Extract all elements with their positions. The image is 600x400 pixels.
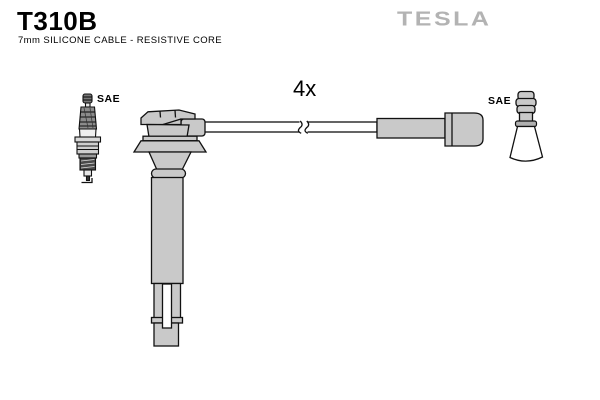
sae-terminal-illustration — [509, 90, 544, 162]
right-terminal-sae-label: SAE — [488, 95, 512, 107]
left-terminal-sae-label: SAE — [97, 93, 121, 105]
part-number: T310B — [17, 6, 98, 36]
coil-boot-illustration — [132, 109, 208, 347]
ignition-cable-illustration — [202, 120, 378, 134]
cable-end-boot-illustration — [376, 112, 484, 147]
tesla-brand-logo: TESLA — [397, 8, 492, 31]
cable-spec-subtitle: 7mm SILICONE CABLE - RESISTIVE CORE — [18, 35, 223, 46]
quantity-label: 4x — [293, 76, 317, 101]
spark-plug-illustration — [74, 93, 102, 184]
